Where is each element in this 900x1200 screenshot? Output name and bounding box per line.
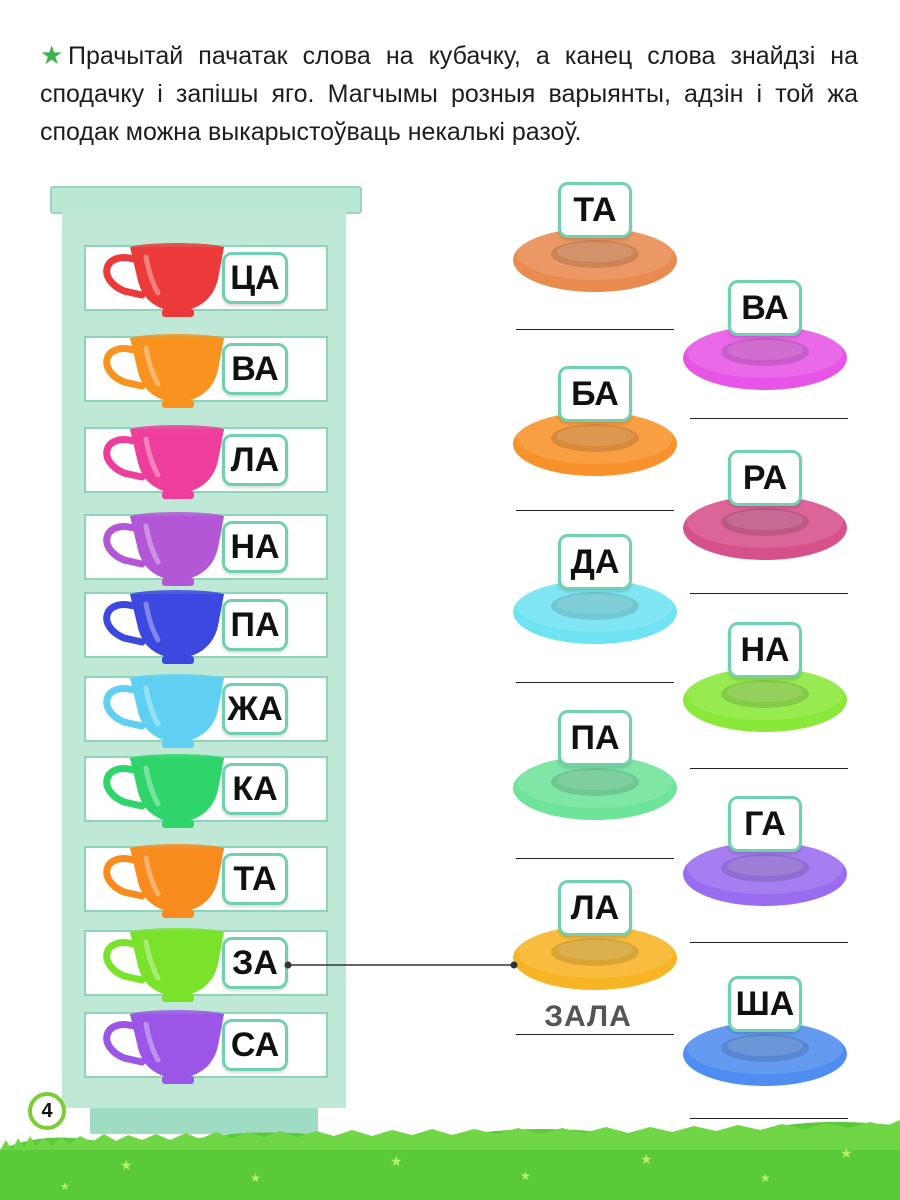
cabinet-base [90,1108,318,1134]
cup-syllable: ВА [222,343,288,395]
answer-line[interactable] [516,858,674,859]
saucer-left[interactable] [512,408,678,478]
svg-text:★: ★ [760,1171,771,1185]
answer-line[interactable] [516,510,674,511]
cup-icon[interactable] [94,421,224,501]
svg-text:★: ★ [250,1171,261,1185]
saucer-right[interactable] [682,1018,848,1088]
answer-line[interactable] [516,682,674,683]
answer-line[interactable] [516,1034,674,1035]
answer-line[interactable] [516,329,674,330]
answer-line[interactable] [690,768,848,769]
saucer-syllable: ПА [558,710,632,766]
svg-text:★: ★ [60,1181,70,1193]
cup-icon[interactable] [94,924,224,1004]
cup-syllable: ТА [222,853,288,905]
cup-icon[interactable] [94,840,224,920]
svg-text:★: ★ [840,1145,853,1161]
saucer-syllable: ТА [558,182,632,238]
answer-line[interactable] [690,1118,848,1119]
cup-syllable: ПА [222,599,288,651]
svg-text:★: ★ [120,1157,133,1173]
svg-text:★: ★ [520,1169,531,1183]
saucer-right[interactable] [682,664,848,734]
cup-icon[interactable] [94,750,224,830]
svg-text:★: ★ [640,1151,653,1167]
grass-decoration: ★ ★ ★ ★ ★ ★ ★ ★ [0,1120,900,1200]
saucer-right[interactable] [682,322,848,392]
svg-text:★: ★ [390,1153,403,1169]
cup-syllable: КА [222,763,288,815]
saucer-right[interactable] [682,492,848,562]
instruction-text: ★Прачытай пачатак слова на кубачку, а ка… [40,36,858,151]
cup-icon[interactable] [94,586,224,666]
saucer-left[interactable] [512,224,678,294]
cup-syllable: ЛА [222,434,288,486]
saucer-syllable: ША [728,976,802,1032]
saucer-left[interactable] [512,576,678,646]
saucer-syllable: ЛА [558,880,632,936]
star-icon: ★ [40,40,64,70]
cup-syllable: НА [222,521,288,573]
saucer-syllable: БА [558,366,632,422]
answer-line[interactable] [690,593,848,594]
cup-icon[interactable] [94,330,224,410]
saucer-syllable: ДА [558,534,632,590]
cup-syllable: ЖА [222,683,288,735]
saucer-syllable: РА [728,450,802,506]
example-answer: ЗАЛА [544,1000,632,1033]
saucer-syllable: ВА [728,280,802,336]
saucer-right[interactable] [682,838,848,908]
cup-icon[interactable] [94,670,224,750]
instruction-body: Прачытай пачатак слова на кубачку, а кан… [40,42,858,146]
saucer-syllable: НА [728,622,802,678]
cup-syllable: СА [222,1019,288,1071]
cup-syllable: ЗА [222,937,288,989]
page-number: 4 [28,1092,66,1130]
cup-syllable: ЦА [222,252,288,304]
cup-icon[interactable] [94,239,224,319]
answer-line[interactable] [690,418,848,419]
saucer-syllable: ГА [728,796,802,852]
cup-icon[interactable] [94,1006,224,1086]
cup-icon[interactable] [94,508,224,588]
saucer-left[interactable] [512,922,678,992]
answer-line[interactable] [690,942,848,943]
saucer-left[interactable] [512,752,678,822]
